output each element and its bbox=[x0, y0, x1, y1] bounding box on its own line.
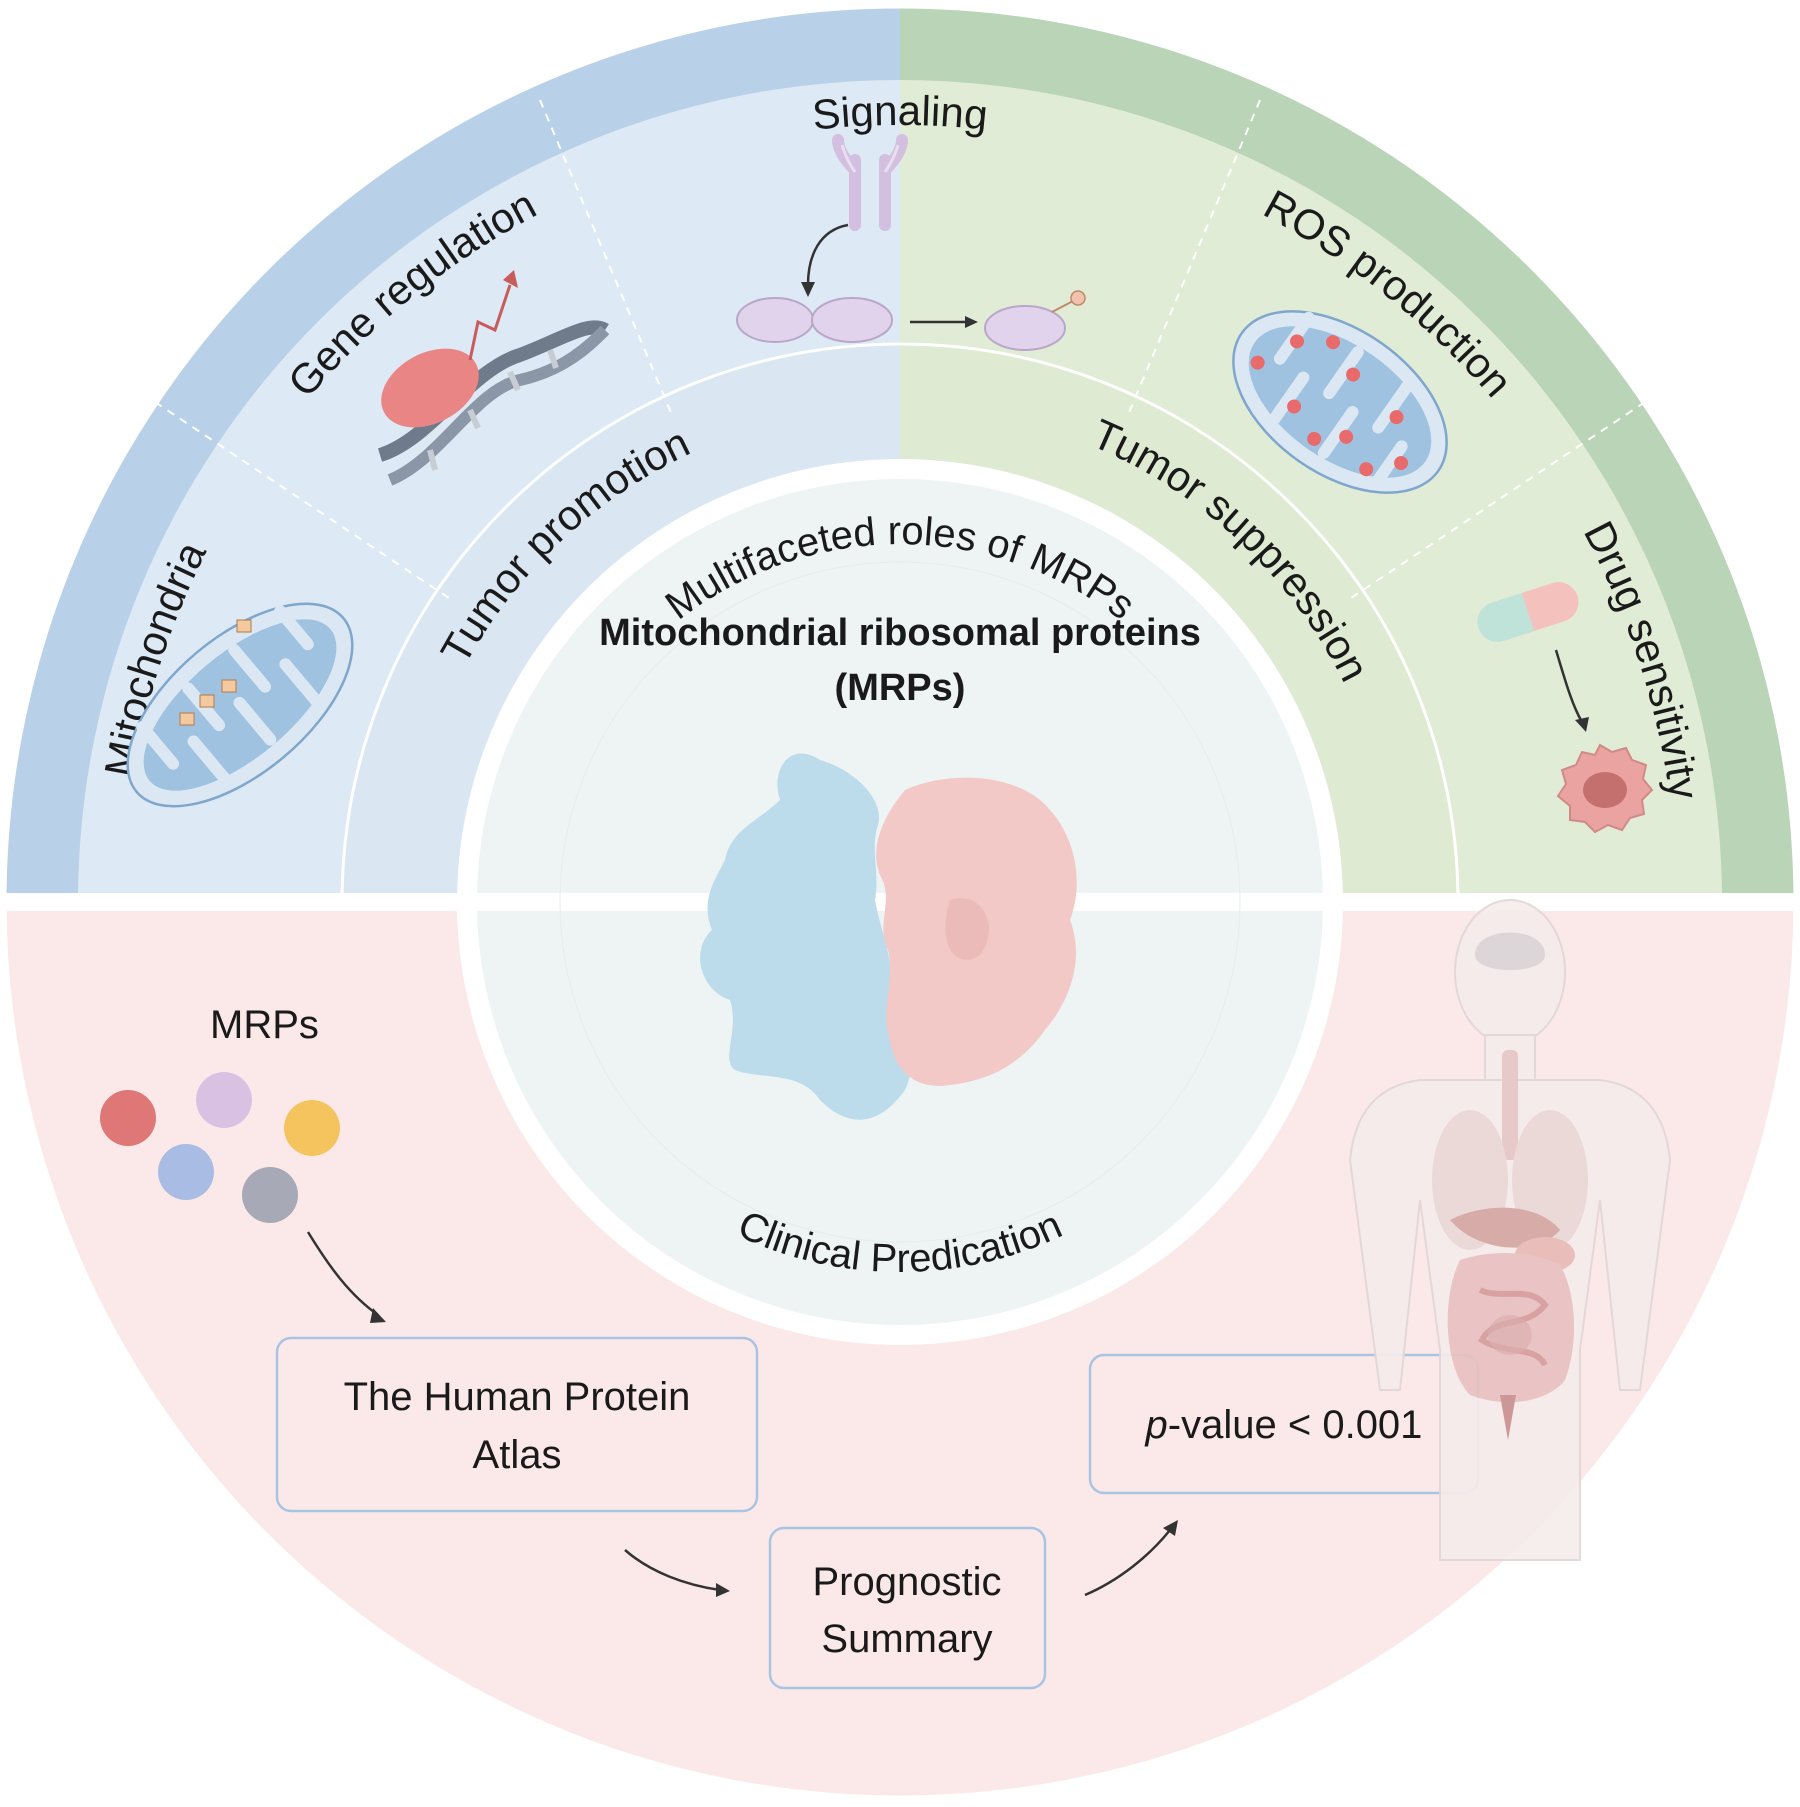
drug-capsule-icon bbox=[1477, 582, 1579, 642]
hpa-line1: The Human Protein bbox=[344, 1375, 691, 1419]
label-signaling: Signaling bbox=[810, 87, 990, 139]
human-body-icon bbox=[1348, 899, 1672, 1561]
segment-dividers bbox=[154, 99, 1646, 601]
mitochondria-icon bbox=[126, 602, 354, 808]
mito-ribosome-tags bbox=[179, 619, 252, 726]
center-title-line1: Mitochondrial ribosomal proteins bbox=[599, 612, 1201, 654]
mrp-dots-icon bbox=[100, 1072, 340, 1223]
tumor-cell-icon bbox=[1556, 743, 1654, 834]
clinical-region bbox=[5, 910, 1795, 1797]
prognostic-line2: Summary bbox=[821, 1617, 992, 1661]
hpa-line2: Atlas bbox=[473, 1433, 562, 1477]
prognostic-line1: Prognostic bbox=[813, 1560, 1002, 1604]
receptor-signaling-icon bbox=[736, 134, 1086, 351]
hpa-box: The Human Protein Atlas bbox=[275, 1336, 759, 1513]
mrps-label: MRPs bbox=[210, 1003, 319, 1047]
dna-transcription-icon bbox=[377, 270, 610, 486]
pvalue-text: p-value < 0.001 bbox=[1145, 1403, 1423, 1447]
center-title-line2: (MRPs) bbox=[835, 667, 966, 709]
ros-mitochondria-icon bbox=[1232, 310, 1448, 494]
arrow-mrps-to-hpa bbox=[306, 1231, 386, 1323]
protein-complex-icon bbox=[700, 753, 1077, 1120]
pvalue-box: p-value < 0.001 bbox=[1088, 1353, 1480, 1495]
prognostic-box: Prognostic Summary bbox=[768, 1526, 1047, 1690]
arrow-hpa-to-prognostic bbox=[624, 1549, 730, 1597]
arrow-prognostic-to-pvalue bbox=[1084, 1520, 1178, 1597]
